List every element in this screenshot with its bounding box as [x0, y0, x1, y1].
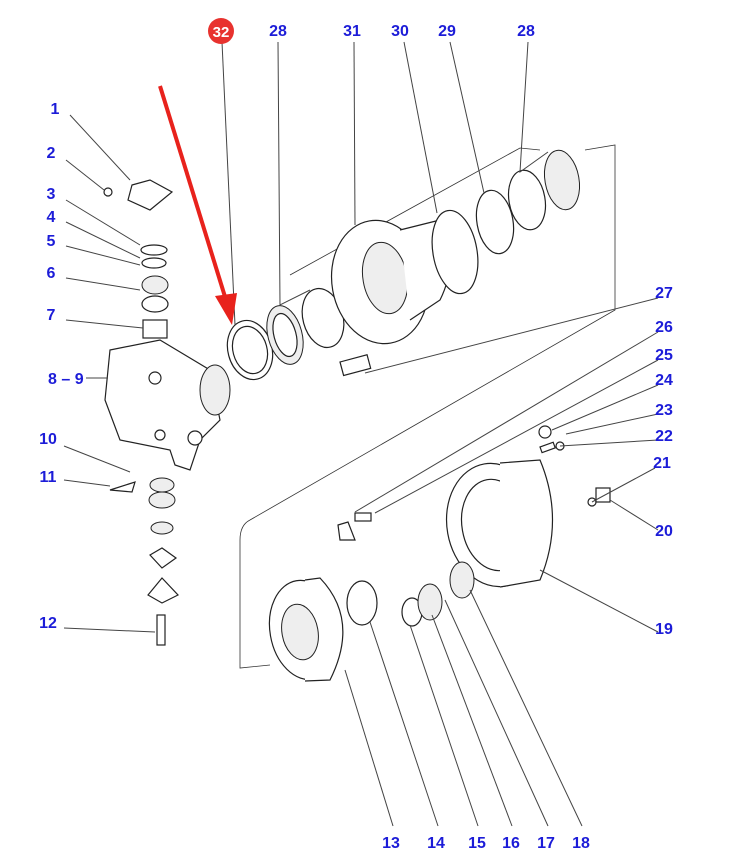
part-carrier-19 — [445, 425, 611, 588]
callout-32: 32 — [213, 24, 230, 41]
callout-26[interactable]: 26 — [655, 319, 673, 336]
highlight-arrow — [158, 85, 237, 325]
part-ring-29 — [475, 189, 515, 255]
part-cap — [103, 179, 174, 339]
part-hub-31 — [330, 219, 451, 377]
callout-27[interactable]: 27 — [655, 285, 673, 302]
part-bearing-28 — [266, 287, 345, 365]
callout-6[interactable]: 6 — [47, 265, 56, 282]
leader-lines — [63, 41, 659, 827]
assembly-outline — [239, 144, 616, 669]
callout-1[interactable]: 1 — [51, 101, 60, 118]
highlight-badge — [208, 18, 234, 44]
callout-28[interactable]: 28 — [269, 23, 287, 40]
part-bracket-26 — [337, 521, 356, 541]
callout-4[interactable]: 4 — [47, 209, 56, 226]
callout-11[interactable]: 11 — [40, 469, 57, 486]
callout-31[interactable]: 31 — [343, 23, 361, 40]
part-bearing-28b — [543, 149, 581, 211]
callout-10[interactable]: 10 — [39, 431, 57, 448]
part-seal-32 — [226, 319, 274, 381]
callout-8-9[interactable]: 8 – 9 — [48, 371, 84, 388]
part-gear-16 — [417, 583, 443, 621]
callout-29[interactable]: 29 — [438, 23, 456, 40]
callout-18[interactable]: 18 — [572, 835, 590, 852]
part-oring-30 — [431, 209, 479, 295]
callout-20[interactable]: 20 — [655, 523, 673, 540]
callout-3[interactable]: 3 — [47, 186, 56, 203]
callout-5[interactable]: 5 — [47, 233, 56, 250]
part-knuckle-housing — [104, 339, 231, 646]
callout-21[interactable]: 21 — [653, 455, 671, 472]
callout-13[interactable]: 13 — [382, 835, 400, 852]
part-bolt-27 — [354, 512, 372, 522]
part-ring-14 — [346, 580, 378, 626]
callout-15[interactable]: 15 — [468, 835, 486, 852]
callout-19[interactable]: 19 — [655, 621, 673, 638]
callout-28-right[interactable]: 28 — [517, 23, 535, 40]
callout-17[interactable]: 17 — [537, 835, 555, 852]
callout-14[interactable]: 14 — [427, 835, 445, 852]
callout-22[interactable]: 22 — [655, 428, 673, 445]
callout-24[interactable]: 24 — [655, 372, 673, 389]
callout-12[interactable]: 12 — [39, 615, 57, 632]
part-gear-18 — [449, 561, 475, 599]
callout-23[interactable]: 23 — [655, 402, 673, 419]
callout-2[interactable]: 2 — [47, 145, 56, 162]
callout-25[interactable]: 25 — [655, 347, 673, 364]
callout-16[interactable]: 16 — [502, 835, 520, 852]
callout-30[interactable]: 30 — [391, 23, 409, 40]
callout-7[interactable]: 7 — [47, 307, 56, 324]
part-ring-gear-13 — [268, 577, 344, 682]
